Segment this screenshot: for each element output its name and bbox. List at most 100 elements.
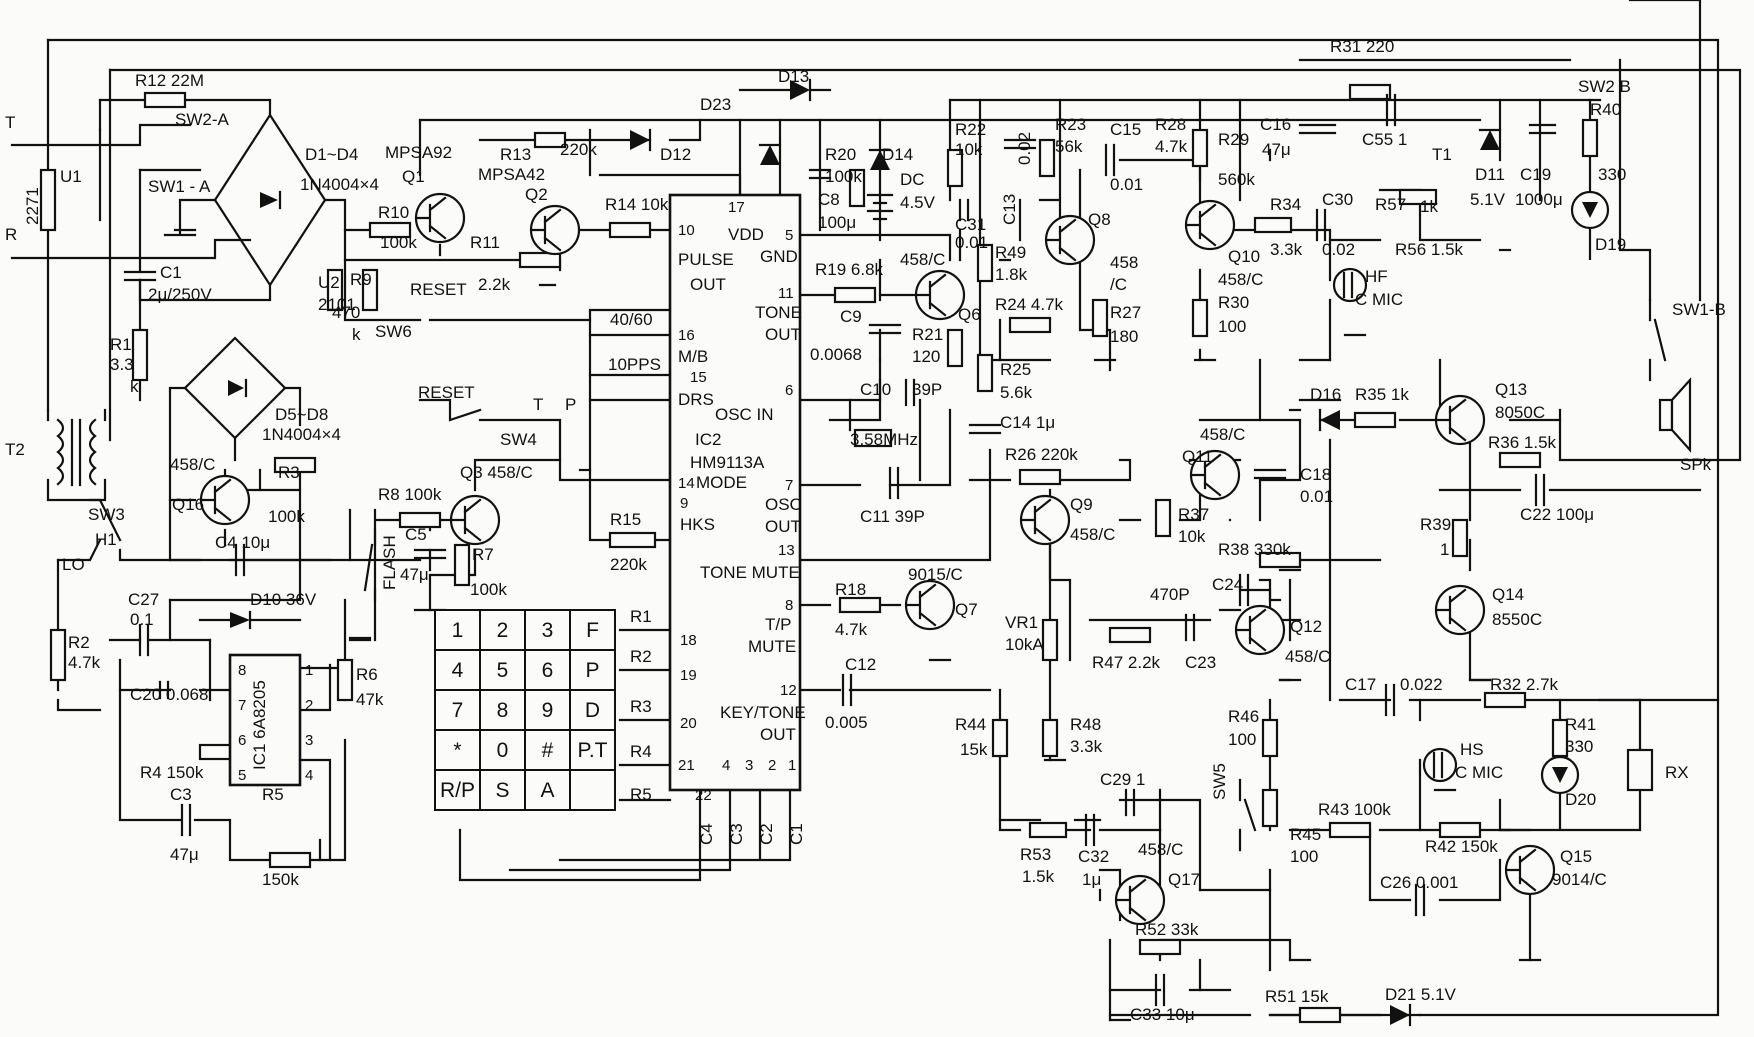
label-r40v: 330 — [1598, 165, 1626, 184]
label-r10: R10 — [378, 203, 409, 222]
capacitor-c27 — [138, 623, 150, 657]
label-c18: C18 — [1300, 465, 1331, 484]
label-r40: R40 — [1590, 100, 1621, 119]
col-label-c2: C2 — [757, 823, 776, 845]
ic2-pin-out: OUT — [690, 275, 726, 294]
col-label-c3: C3 — [727, 823, 746, 845]
label-r41v: 330 — [1565, 737, 1593, 756]
resistor-r12 — [143, 91, 187, 109]
label-t-sw4: T — [533, 395, 543, 414]
label-d12: D12 — [660, 145, 691, 164]
capacitor-c3 — [180, 803, 192, 837]
label-c5v: 47μ — [400, 565, 429, 584]
label-c9v: 0.0068 — [810, 345, 862, 364]
diode-d16 — [1318, 408, 1340, 432]
keypad-key-label: D — [585, 699, 600, 722]
ic2-pin-ktout: OUT — [760, 725, 796, 744]
keypad-key-frame — [434, 769, 481, 811]
ic2-pin-9: 9 — [680, 495, 688, 512]
label-r53v: 1.5k — [1022, 867, 1055, 886]
label-r49v: 1.8k — [995, 265, 1028, 284]
ic2-pin-drs: DRS — [678, 390, 714, 409]
resistor-r9 — [361, 268, 379, 312]
label-c27v: 0.1 — [130, 610, 154, 629]
label-r29v: 560k — [1218, 170, 1255, 189]
label-q17t: 458/C — [1138, 840, 1183, 859]
ic2-part: HM9113A — [690, 453, 765, 472]
keypad-key-label: R/P — [440, 779, 475, 802]
label-r2v: 4.7k — [68, 653, 101, 672]
resistor-r44 — [991, 718, 1009, 758]
label-sw1b: SW1-B — [1672, 300, 1726, 319]
diode-d11 — [1478, 128, 1502, 150]
ic1-pin-2: 2 — [305, 697, 313, 714]
ic2-pin-17: 17 — [728, 199, 745, 216]
label-c8: C8 — [818, 190, 840, 209]
ic2-pin-10: 10 — [678, 222, 695, 239]
ic2-pin-13: 13 — [778, 542, 795, 559]
diode-d14 — [868, 148, 892, 170]
ic1-pin-labels: 8 7 6 5 1 2 3 4 — [238, 662, 313, 784]
label-r6: R6 — [356, 665, 378, 684]
transistor-q12 — [1234, 604, 1286, 656]
label-r24: R24 4.7k — [995, 295, 1064, 314]
resistor-r38 — [1258, 551, 1302, 569]
keypad-key-label: 2 — [497, 619, 509, 642]
label-pps: 10PPS — [608, 355, 661, 374]
ic2-pin-22: 22 — [695, 787, 712, 804]
ic2-pin-tout: OUT — [765, 325, 801, 344]
row-label-r1: R1 — [630, 607, 652, 626]
label-r42: R42 150k — [1425, 837, 1498, 856]
potentiometer-vr1 — [1041, 618, 1059, 662]
label-c24: C24 — [1212, 575, 1243, 594]
microphone-hf — [1332, 267, 1368, 303]
label-sw1a: SW1 - A — [148, 177, 211, 196]
label-c30v: 0.02 — [1322, 240, 1355, 259]
keypad-key-label: 1 — [452, 619, 464, 642]
label-q2: Q2 — [525, 185, 548, 204]
capacitor-c14 — [968, 423, 1002, 435]
label-q8: Q8 — [1088, 210, 1111, 229]
keypad-key-label: 7 — [452, 699, 464, 722]
capacitor-c18 — [1253, 468, 1287, 480]
col-label-c4: C4 — [697, 823, 716, 845]
ic1-pin-8: 8 — [238, 662, 246, 679]
terminal-r: R — [5, 225, 17, 244]
resistor-r10 — [368, 221, 412, 239]
ic1-body — [228, 653, 302, 787]
ic2-pin-3: 3 — [745, 757, 753, 774]
keypad-key-label: F — [586, 619, 599, 642]
keypad-key-label: 3 — [542, 619, 554, 642]
bridge-diode-1 — [260, 190, 282, 210]
component-labels: T R LO R12 22M SW2-A SW1 - A U1 2271 C1 … — [5, 37, 1726, 1024]
label-r28v: 4.7k — [1155, 137, 1188, 156]
label-r35: R35 1k — [1355, 385, 1409, 404]
label-c30: C30 — [1322, 190, 1353, 209]
capacitor-c16 — [1298, 123, 1337, 135]
resistor-r34 — [1253, 216, 1293, 234]
resistor-r18 — [838, 596, 882, 614]
capacitor-c12 — [841, 673, 853, 707]
label-hsv: C MIC — [1455, 763, 1503, 782]
label-ratio: 40/60 — [610, 310, 653, 329]
label-c20: C20 0.068 — [130, 685, 208, 704]
diode-d21 — [1390, 1003, 1412, 1027]
ic2-pin-tp: T/P — [765, 615, 791, 634]
label-q6: Q6 — [958, 305, 981, 324]
label-q14t: 8550C — [1492, 610, 1542, 629]
label-r5: R5 — [262, 785, 284, 804]
label-dcv: 4.5V — [900, 193, 936, 212]
label-r1: R1 — [110, 335, 132, 354]
ic2-pin-gnd: GND — [760, 247, 798, 266]
label-c13v: 0.02 — [1015, 132, 1034, 165]
label-r15v: 220k — [610, 555, 647, 574]
resistor-r13 — [533, 131, 567, 149]
ic2-pin-21: 21 — [678, 757, 695, 774]
resistor-r7 — [453, 543, 471, 587]
label-d5d8: D5~D8 — [275, 405, 328, 424]
resistor-r25 — [976, 353, 994, 393]
capacitor-c26 — [1414, 883, 1426, 917]
label-r23: R23 — [1055, 115, 1086, 134]
label-r15: R15 — [610, 510, 641, 529]
label-c3v: 47μ — [170, 845, 199, 864]
